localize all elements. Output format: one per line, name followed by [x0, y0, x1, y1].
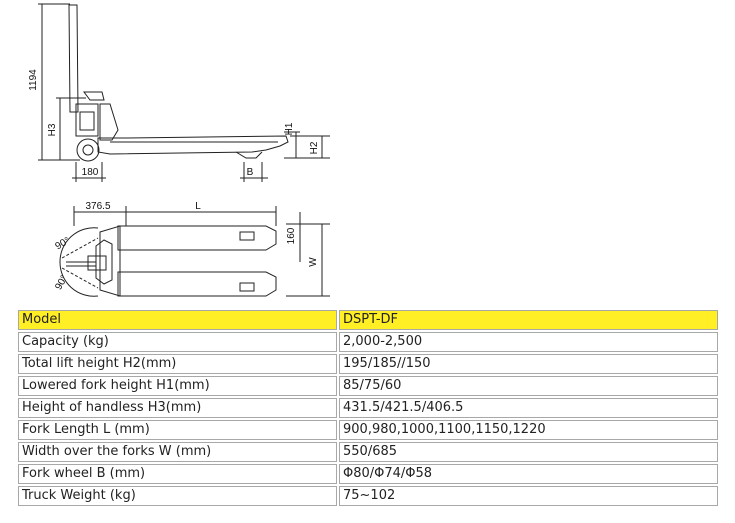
spec-value: 431.5/421.5/406.5: [339, 398, 718, 418]
table-row: Fork Length L (mm) 900,980,1000,1100,115…: [18, 420, 718, 440]
spec-label: Height of handless H3(mm): [18, 398, 337, 418]
fork-bottom: [117, 271, 277, 297]
table-row: Fork wheel B (mm) Φ80/Φ74/Φ58: [18, 464, 718, 484]
spec-label: Truck Weight (kg): [18, 486, 337, 506]
table-row: Total lift height H2(mm) 195/185//150: [18, 354, 718, 374]
fork-side-profile: [97, 135, 289, 155]
spec-label: Lowered fork height H1(mm): [18, 376, 337, 396]
table-row: Lowered fork height H1(mm) 85/75/60: [18, 376, 718, 396]
steer-arc: [59, 227, 99, 297]
table-row: Height of handless H3(mm) 431.5/421.5/40…: [18, 398, 718, 418]
spec-label: Fork Length L (mm): [18, 420, 337, 440]
dim-h3: H3: [47, 123, 58, 136]
dim-l: L: [195, 201, 201, 212]
spec-label: Model: [18, 310, 337, 330]
steer-wheel: [76, 138, 100, 162]
dim-w: W: [308, 257, 319, 267]
dim-height-total: 1194: [28, 69, 39, 91]
dim-h1: H1: [284, 122, 295, 135]
dim-b: B: [247, 167, 254, 178]
dim-h2: H2: [309, 141, 320, 154]
spec-value: 195/185//150: [339, 354, 718, 374]
spec-label: Width over the forks W (mm): [18, 442, 337, 462]
table-row: Width over the forks W (mm) 550/685: [18, 442, 718, 462]
spec-value: 85/75/60: [339, 376, 718, 396]
spec-value: 75~102: [339, 486, 718, 506]
handle-bar: [68, 4, 79, 113]
pallet-truck-drawing: 1194 H3 H1 H2 180 B 376.5 L 160 W 90° 90…: [28, 3, 330, 297]
dim-rear-length: 376.5: [85, 201, 110, 212]
table-row: Truck Weight (kg) 75~102: [18, 486, 718, 506]
dim-angle-bottom: 90°: [53, 273, 70, 292]
table-row: Capacity (kg) 2,000-2,500: [18, 332, 718, 352]
table-row: Model DSPT-DF: [18, 310, 718, 330]
pump-body: [75, 103, 99, 137]
spec-value: DSPT-DF: [339, 310, 718, 330]
dim-fork-width: 160: [286, 227, 297, 244]
spec-value: 2,000-2,500: [339, 332, 718, 352]
spec-value: 550/685: [339, 442, 718, 462]
spec-label: Capacity (kg): [18, 332, 337, 352]
dim-wheel-offset: 180: [82, 167, 99, 178]
spec-label: Total lift height H2(mm): [18, 354, 337, 374]
spec-label: Fork wheel B (mm): [18, 464, 337, 484]
spec-value: Φ80/Φ74/Φ58: [339, 464, 718, 484]
fork-top: [117, 225, 277, 251]
spec-value: 900,980,1000,1100,1150,1220: [339, 420, 718, 440]
spec-table: Model DSPT-DF Capacity (kg) 2,000-2,500 …: [16, 308, 720, 508]
